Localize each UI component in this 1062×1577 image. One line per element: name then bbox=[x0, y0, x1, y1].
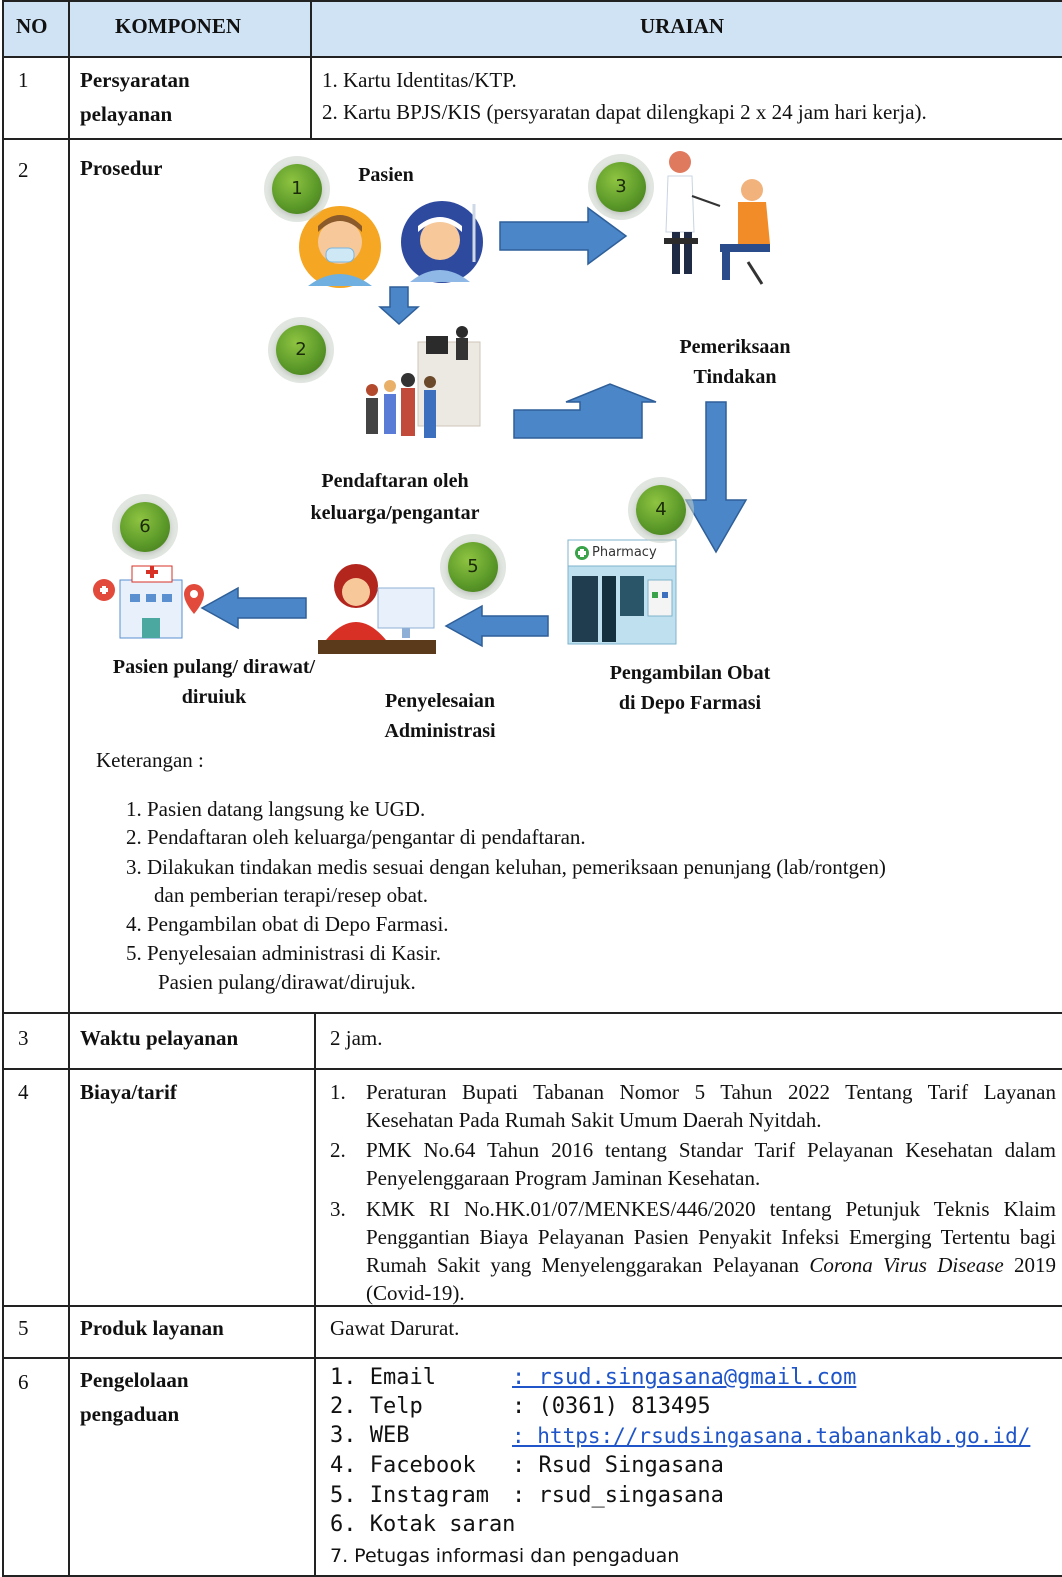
arrow-left-icon bbox=[200, 586, 307, 630]
keterangan-label: Keterangan : bbox=[96, 748, 204, 772]
arrow-down-icon bbox=[684, 401, 748, 554]
phone-value: : (0361) 813495 bbox=[512, 1394, 711, 1419]
caption-pemeriksaan: Pemeriksaan bbox=[679, 336, 791, 358]
row-divider bbox=[2, 1068, 1062, 1070]
component-label: Prosedur bbox=[80, 156, 163, 180]
caption-pasien-pulang: Pasien pulang/ dirawat/ bbox=[112, 656, 316, 678]
component-label: Pengelolaan bbox=[80, 1368, 189, 1392]
column-divider bbox=[2, 0, 4, 1577]
component-label: Biaya/tarif bbox=[80, 1080, 177, 1104]
pharmacy-sign: Pharmacy bbox=[592, 545, 657, 560]
component-label: pelayanan bbox=[80, 102, 173, 126]
caption-pengambilan-obat: di Depo Farmasi bbox=[618, 692, 762, 714]
registration-counter-illustration bbox=[366, 326, 481, 438]
tariff-item-text-part: KMK RI No.HK.01/07/MENKES/446/2020 tenta… bbox=[366, 1197, 1056, 1277]
column-divider bbox=[314, 1012, 316, 1577]
patient-bed-illustration bbox=[401, 201, 483, 283]
row-number: 3 bbox=[18, 1026, 29, 1050]
row-divider bbox=[2, 1012, 1062, 1014]
caption-pasien: Pasien bbox=[358, 164, 414, 186]
instagram-value: : rsud_singasana bbox=[512, 1483, 724, 1508]
arrow-turn-icon bbox=[513, 383, 657, 439]
tariff-item-text-part: 2019 (Covid-19). bbox=[366, 1253, 1057, 1305]
keterangan-item: 3. Dilakukan tindakan medis sesuai denga… bbox=[126, 855, 886, 879]
header-komponen: KOMPONEN bbox=[115, 14, 241, 38]
table-border-bottom bbox=[2, 1575, 1062, 1577]
contact-label: 1. Email bbox=[330, 1365, 436, 1390]
component-label: Persyaratan bbox=[80, 68, 190, 92]
tariff-item-text: KMK RI No.HK.01/07/MENKES/446/2020 tenta… bbox=[366, 1195, 1056, 1307]
row-divider bbox=[2, 1305, 1062, 1307]
step-badge-5: 5 bbox=[448, 542, 498, 592]
row-divider bbox=[2, 56, 1062, 58]
keterangan-item: 2. Pendaftaran oleh keluarga/pengantar d… bbox=[126, 825, 586, 849]
doctor-examination-illustration bbox=[664, 151, 770, 285]
keterangan-item: 5. Penyelesaian administrasi di Kasir. bbox=[126, 941, 441, 965]
row-divider bbox=[2, 1357, 1062, 1359]
pharmacy-illustration bbox=[567, 539, 677, 645]
contact-label: 5. Instagram bbox=[330, 1483, 489, 1508]
step-badge-2: 2 bbox=[276, 325, 326, 375]
keterangan-item: dan pemberian terapi/resep obat. bbox=[154, 883, 429, 907]
row-number: 5 bbox=[18, 1316, 29, 1340]
arrow-right-icon bbox=[499, 206, 628, 266]
caption-penyelesaian: Penyelesaian bbox=[385, 690, 495, 712]
tariff-item-number: 2. bbox=[330, 1138, 346, 1162]
contact-label: 3. WEB bbox=[330, 1423, 410, 1448]
column-divider bbox=[310, 0, 312, 140]
caption-pendaftaran: Pendaftaran oleh bbox=[321, 470, 469, 492]
step-badge-3: 3 bbox=[596, 162, 646, 212]
keterangan-item: Pasien pulang/dirawat/dirujuk. bbox=[158, 970, 416, 994]
header-uraian: URAIAN bbox=[640, 14, 724, 38]
facebook-value: : Rsud Singasana bbox=[512, 1453, 724, 1478]
contact-label: 2. Telp bbox=[330, 1394, 423, 1419]
contact-label: 6. Kotak saran bbox=[330, 1512, 516, 1537]
column-divider bbox=[68, 0, 70, 1577]
step-badge-6: 6 bbox=[120, 502, 170, 552]
row-number: 6 bbox=[18, 1370, 29, 1394]
table-border-top bbox=[2, 0, 1062, 2]
arrow-down-icon bbox=[378, 286, 420, 326]
requirement-item: 1. Kartu Identitas/KTP. bbox=[322, 68, 517, 92]
step-badge-1: 1 bbox=[272, 164, 322, 214]
header-no: NO bbox=[16, 14, 48, 38]
hospital-illustration bbox=[93, 565, 204, 639]
row-number: 2 bbox=[18, 158, 29, 182]
tariff-item-text: Peraturan Bupati Tabanan Nomor 5 Tahun 2… bbox=[366, 1080, 1056, 1132]
contact-label: 7. Petugas informasi dan pengaduan bbox=[330, 1545, 680, 1567]
caption-pendaftaran: keluarga/pengantar bbox=[310, 502, 480, 524]
tariff-item-text-italic: Corona Virus Disease bbox=[809, 1253, 1004, 1277]
caption-pengambilan-obat: Pengambilan Obat bbox=[609, 662, 771, 684]
email-link[interactable]: : rsud.singasana@gmail.com bbox=[512, 1365, 857, 1390]
component-label: pengaduan bbox=[80, 1402, 180, 1426]
tariff-item-number: 3. bbox=[330, 1197, 346, 1221]
service-time-value: 2 jam. bbox=[330, 1026, 383, 1050]
arrow-left-icon bbox=[444, 604, 549, 648]
caption-pasien-pulang: diruiuk bbox=[181, 686, 247, 708]
row-number: 4 bbox=[18, 1080, 29, 1104]
component-label: Waktu pelayanan bbox=[80, 1026, 239, 1050]
website-link[interactable]: : https://rsudsingasana.tabanankab.go.id… bbox=[512, 1424, 1031, 1448]
tariff-item-number: 1. bbox=[330, 1080, 346, 1104]
contact-label: 4. Facebook bbox=[330, 1453, 476, 1478]
keterangan-item: 1. Pasien datang langsung ke UGD. bbox=[126, 797, 426, 821]
row-divider bbox=[2, 138, 1062, 140]
patient-mask-illustration bbox=[299, 206, 381, 288]
requirement-item: 2. Kartu BPJS/KIS (persyaratan dapat dil… bbox=[322, 100, 927, 124]
table-header-background bbox=[2, 0, 1062, 56]
caption-penyelesaian: Administrasi bbox=[384, 720, 496, 742]
step-badge-4: 4 bbox=[636, 485, 686, 535]
service-product-value: Gawat Darurat. bbox=[330, 1316, 460, 1340]
cashier-illustration bbox=[318, 564, 436, 654]
keterangan-item: 4. Pengambilan obat di Depo Farmasi. bbox=[126, 912, 449, 936]
tariff-item-text: PMK No.64 Tahun 2016 tentang Standar Tar… bbox=[366, 1138, 1056, 1190]
row-number: 1 bbox=[18, 68, 29, 92]
caption-tindakan: Tindakan bbox=[693, 366, 777, 388]
component-label: Produk layanan bbox=[80, 1316, 224, 1340]
